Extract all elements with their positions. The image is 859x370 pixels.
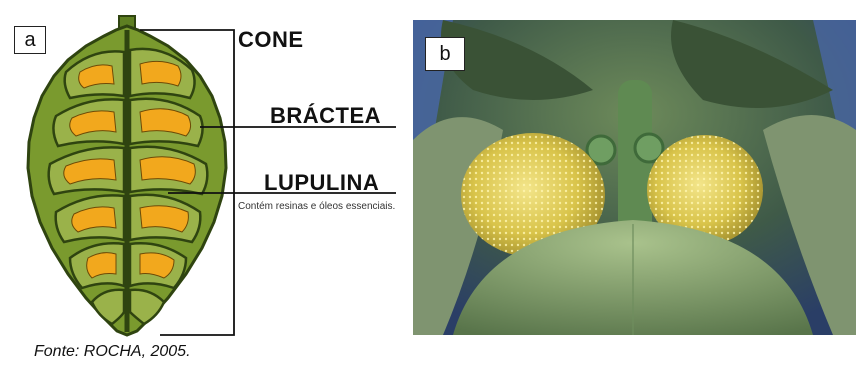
lupulina-label: LUPULINA	[264, 170, 379, 196]
bractea-label: BRÁCTEA	[270, 103, 381, 129]
cone-label: CONE	[238, 27, 304, 53]
figure-caption: Fonte: ROCHA, 2005.	[34, 343, 191, 361]
panel-b-tag: b	[425, 37, 465, 71]
lupulin-gland	[140, 61, 181, 86]
hop-cone-photo	[413, 20, 856, 335]
panel-a-tag: a	[14, 26, 46, 54]
lupulina-description: Contém resinas e óleos essenciais.	[238, 201, 408, 213]
